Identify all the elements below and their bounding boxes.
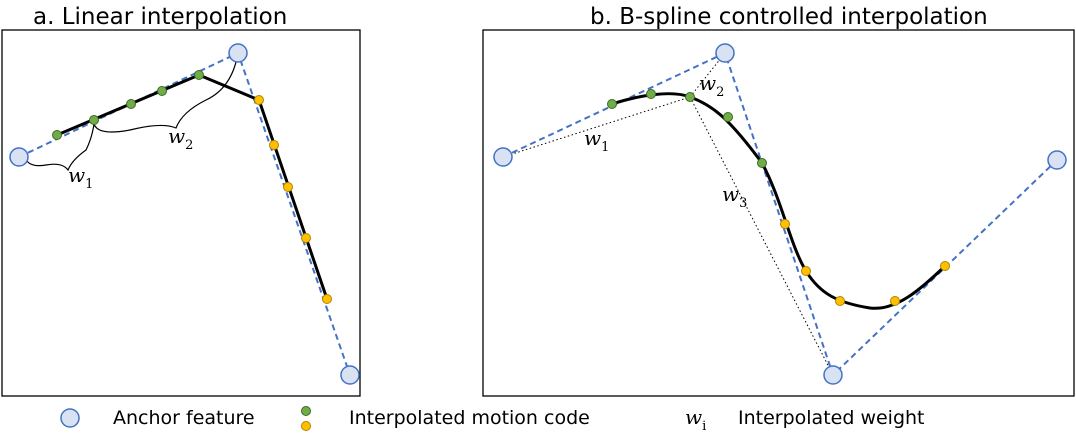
control-polygon-linear (18, 51, 351, 376)
anchor-circle-icon (60, 408, 80, 428)
anchor-circle-icon (9, 147, 29, 167)
yellow-dot-icon (801, 266, 811, 276)
legend-weight-symbol: wi (685, 405, 706, 433)
yellow-dot-icon (940, 261, 950, 271)
weight-line-w3 (689, 96, 834, 376)
green-dot-icon (607, 99, 617, 109)
yellow-dot-icon (283, 182, 293, 192)
panel-title-bspline: b. B-spline controlled interpolation (590, 4, 988, 30)
panel-title-linear: a. Linear interpolation (33, 4, 287, 30)
yellow-dot-icon (322, 294, 332, 304)
yellow-dot-icon (301, 421, 311, 431)
yellow-dot-icon (835, 296, 845, 306)
green-dot-icon (646, 89, 656, 99)
legend-weight-label: Interpolated weight (738, 407, 925, 429)
weight-line-w1 (502, 96, 691, 158)
brace-w1 (24, 123, 95, 172)
brace-w2 (93, 52, 239, 133)
yellow-dot-icon (780, 219, 790, 229)
weight-label-w3: w3 (722, 182, 747, 211)
green-dot-icon (301, 406, 311, 416)
yellow-dot-icon (254, 95, 264, 105)
green-dot-icon (723, 112, 733, 122)
green-dot-icon (757, 158, 767, 168)
weight-label-w2: w2 (699, 71, 724, 100)
panel-bspline: b. B-spline controlled interpolation w1 … (482, 4, 1075, 397)
anchor-circle-icon (1047, 150, 1067, 170)
anchor-circle-icon (715, 43, 735, 63)
panel-frame-bspline (482, 29, 1075, 397)
control-polygon-bspline (502, 51, 1058, 377)
weight-label-w1: w1 (584, 126, 609, 155)
panel-frame-linear (1, 29, 361, 397)
anchor-circle-icon (340, 365, 360, 385)
anchor-circle-icon (228, 43, 248, 63)
green-dot-icon (52, 130, 62, 140)
green-dot-icon (194, 70, 204, 80)
anchor-circle-icon (823, 365, 843, 385)
green-dot-icon (685, 92, 695, 102)
anchor-circle-icon (493, 147, 513, 167)
weight-line-w2 (689, 52, 726, 98)
legend: Anchor feature Interpolated motion code … (60, 405, 925, 433)
green-dot-icon (89, 115, 99, 125)
yellow-dot-icon (890, 296, 900, 306)
yellow-dot-icon (301, 233, 311, 243)
yellow-dot-icon (269, 140, 279, 150)
green-dot-icon (126, 99, 136, 109)
weight-label-w1: w1 (68, 163, 93, 192)
green-dot-icon (157, 86, 167, 96)
weight-label-w2: w2 (168, 124, 193, 153)
bspline-curve (611, 92, 947, 310)
panel-linear: a. Linear interpolation w1 w2 (1, 4, 361, 397)
legend-interp-code-label: Interpolated motion code (349, 407, 590, 429)
legend-anchor-label: Anchor feature (113, 407, 255, 429)
